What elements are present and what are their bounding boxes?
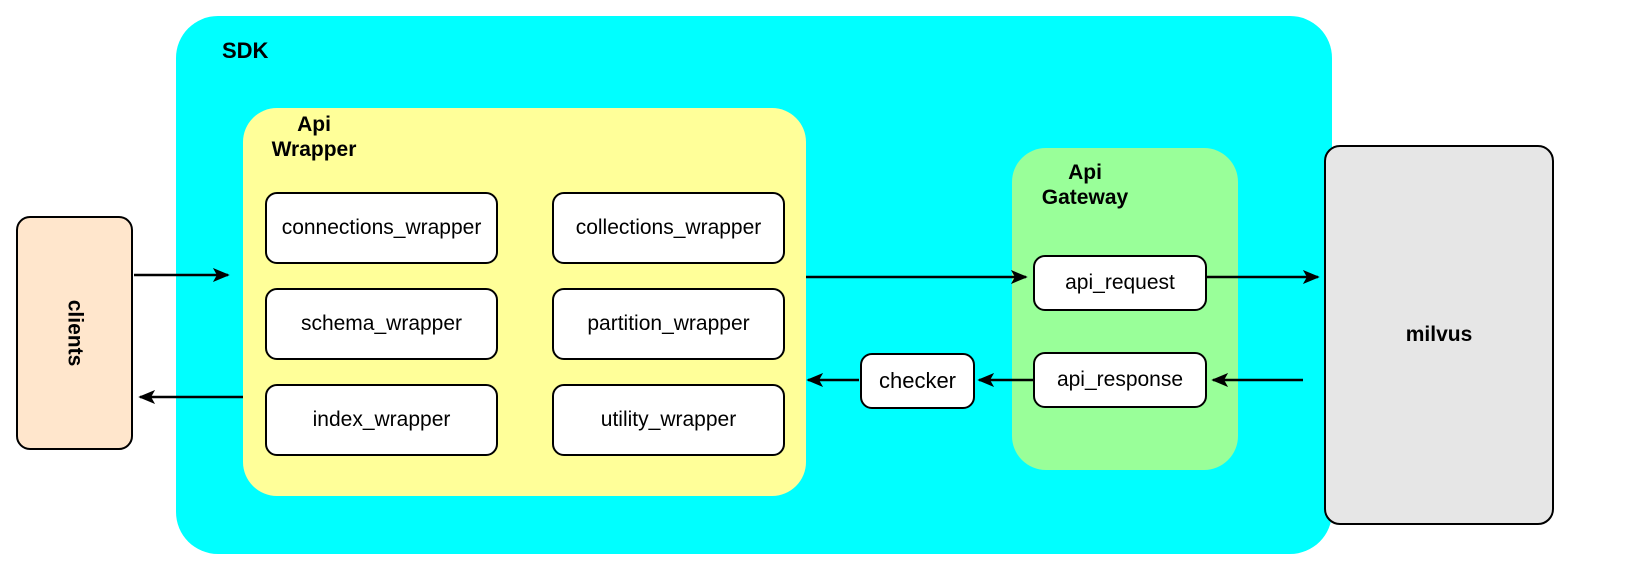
node-connections-wrapper-label: connections_wrapper <box>281 216 482 239</box>
node-schema-wrapper-label: schema_wrapper <box>300 312 463 335</box>
node-partition-wrapper-label: partition_wrapper <box>587 312 750 335</box>
node-api-response-label: api_response <box>1056 368 1184 391</box>
node-milvus[interactable]: milvus <box>1324 145 1554 525</box>
node-collections-wrapper-label: collections_wrapper <box>575 216 762 239</box>
node-collections-wrapper[interactable]: collections_wrapper <box>552 192 785 264</box>
node-api-response[interactable]: api_response <box>1033 352 1207 408</box>
node-utility-wrapper[interactable]: utility_wrapper <box>552 384 785 456</box>
node-connections-wrapper[interactable]: connections_wrapper <box>265 192 498 264</box>
node-index-wrapper-label: index_wrapper <box>312 408 451 431</box>
node-clients[interactable]: clients <box>16 216 133 450</box>
node-milvus-label: milvus <box>1405 323 1473 346</box>
node-schema-wrapper[interactable]: schema_wrapper <box>265 288 498 360</box>
node-utility-wrapper-label: utility_wrapper <box>600 408 737 431</box>
node-clients-label: clients <box>63 299 87 367</box>
node-api-request[interactable]: api_request <box>1033 255 1207 311</box>
node-partition-wrapper[interactable]: partition_wrapper <box>552 288 785 360</box>
node-api-request-label: api_request <box>1065 271 1175 294</box>
node-index-wrapper[interactable]: index_wrapper <box>265 384 498 456</box>
node-checker-label: checker <box>878 368 957 393</box>
node-checker[interactable]: checker <box>860 353 975 409</box>
